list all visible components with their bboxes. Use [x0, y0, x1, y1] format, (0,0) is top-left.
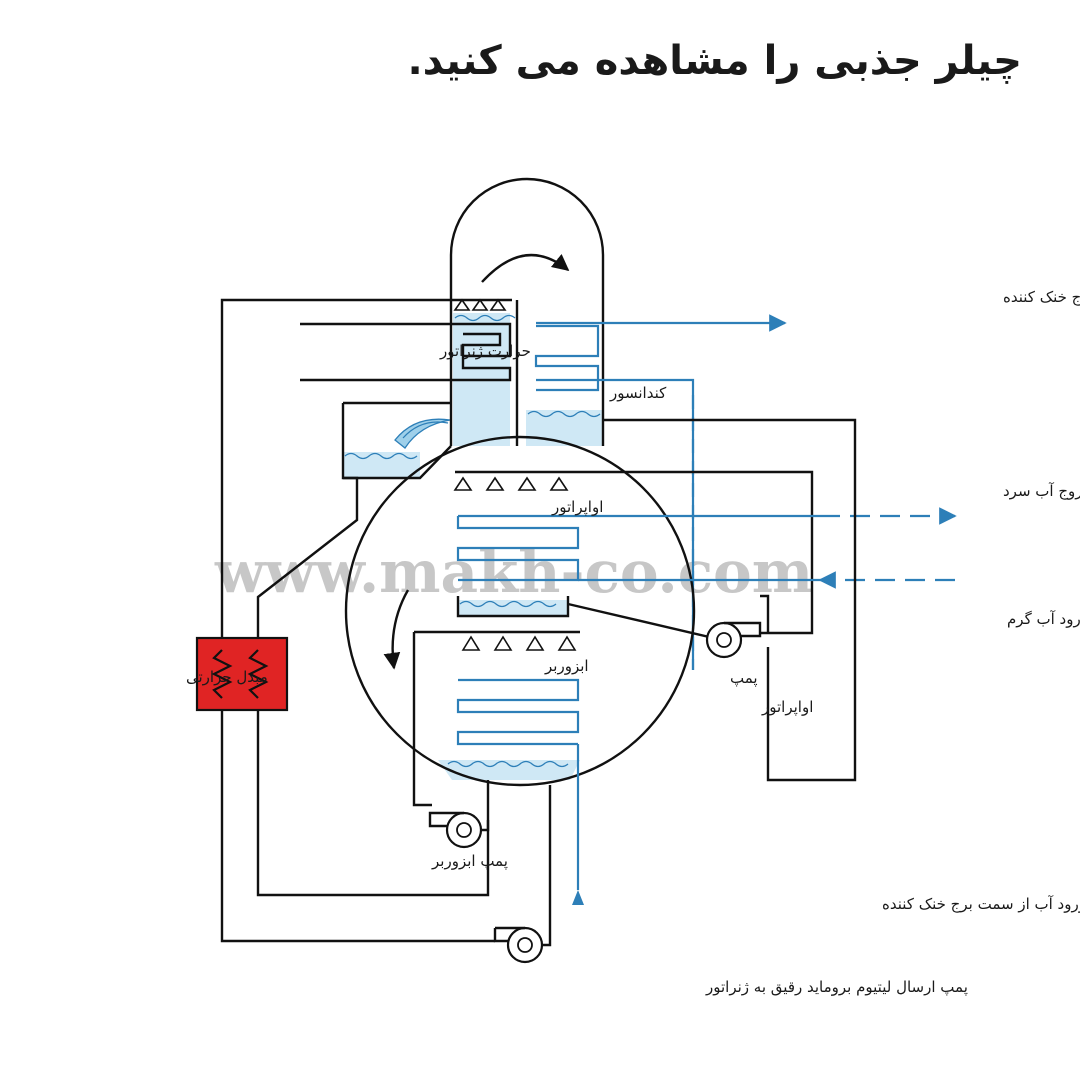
- splash-icon: [394, 418, 451, 449]
- label-condenser: کندانسور: [609, 384, 667, 402]
- label-warm-water-in: ورود آب گرم: [1007, 610, 1080, 628]
- label-condenser-water-out: خروج آب به سمت برج خنک کننده: [1003, 288, 1080, 307]
- evaporator-pump-suction: [567, 602, 723, 642]
- solution-pump-icon: [493, 926, 544, 964]
- label-cooling-water-in: ورود آب از سمت برج خنک کننده: [882, 895, 1080, 914]
- label-generator-heat: حرارت ژنراتور: [439, 342, 531, 360]
- absorber-pump-icon: [428, 811, 483, 849]
- generator-heating-coil: [300, 322, 512, 382]
- evaporator-coil: [456, 514, 820, 582]
- page-title: چیلر جذبی را مشاهده می کنید.: [407, 38, 1022, 84]
- label-evaporator-pump-1: پمپ: [730, 669, 758, 688]
- vapour-flow-arrow: [481, 253, 570, 283]
- condenser-coil: [534, 324, 600, 392]
- overflow-tank: [341, 401, 452, 480]
- label-heat-exchanger: مبدل حرارتی: [186, 668, 268, 686]
- label-absorber-pump: پمپ ابزوربر: [431, 852, 508, 871]
- label-evaporator: اواپراتور: [551, 498, 603, 517]
- label-solution-pump: پمپ ارسال لیتیوم بروماید رقیق به ژنراتور: [705, 978, 968, 997]
- absorber-coil: [456, 678, 580, 746]
- label-chilled-water-out: خروج آب سرد: [1003, 482, 1080, 501]
- evaporator-tray: [456, 596, 570, 618]
- evaporator-absorber-shell: [344, 435, 696, 787]
- evaporator-spray-line: [455, 470, 814, 635]
- absorber-spray-nozzles: [461, 635, 577, 651]
- generator-condenser-shell: [449, 177, 605, 446]
- label-evaporator-pump-2: اواپراتور: [761, 698, 813, 717]
- evaporator-return: [603, 418, 857, 782]
- overflow-return: [256, 476, 490, 897]
- solution-pump-line: [220, 298, 495, 943]
- absorber-flow-arrow: [383, 589, 410, 670]
- evaporator-spray-nozzles: [453, 476, 569, 491]
- label-absorber: ابزوربر: [544, 657, 589, 675]
- watermark: www.makh-co.com: [214, 538, 813, 606]
- generator-spray-nozzles: [453, 298, 507, 311]
- liquid-surface-waves: [344, 314, 601, 768]
- evaporator-pump-icon: [705, 621, 762, 659]
- evaporator-tray-liquid: [458, 600, 568, 616]
- absorber-sump-liquid: [438, 760, 580, 780]
